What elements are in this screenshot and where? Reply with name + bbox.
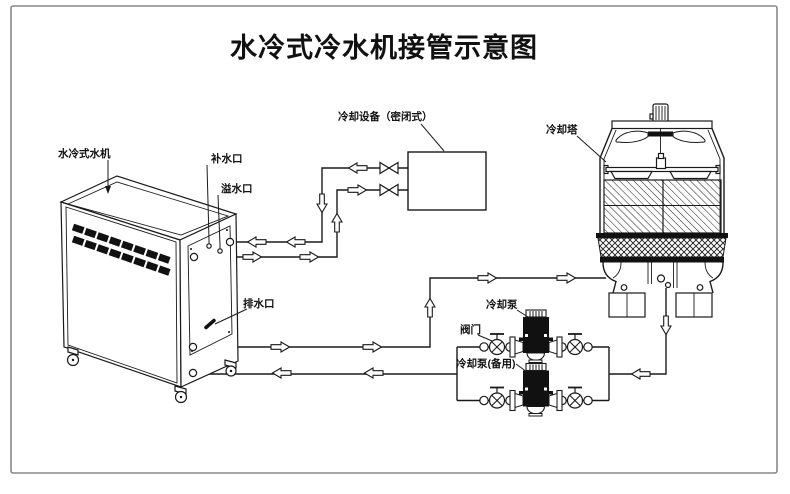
basin-outlet-fitting	[656, 274, 666, 283]
cooling-tower-label-group: 冷却塔	[546, 123, 607, 163]
vent-strip	[71, 223, 173, 265]
fan-motor	[649, 103, 669, 123]
diagram-title: 水冷式冷水机接管示意图	[230, 32, 538, 63]
backup-pump-label-group: 冷却泵(备用)	[456, 357, 528, 373]
chilled-water-return-port	[225, 237, 235, 247]
fill-media	[603, 179, 722, 234]
cooling-tower	[596, 103, 728, 318]
overflow-port-label-group: 溢水口	[217, 182, 253, 246]
backup-pump-label: 冷却泵(备用)	[456, 357, 516, 370]
drain-port-label: 排水口	[243, 297, 275, 310]
cooling-water-outlet-port	[188, 342, 198, 352]
makeup-port-label: 补水口	[210, 152, 243, 165]
chiller-label-group: 水冷式水机	[57, 147, 111, 194]
cooling-equipment-box	[407, 151, 487, 211]
valve-label-group: 阀门	[460, 323, 493, 342]
tower-legs	[602, 262, 724, 318]
valve-label: 阀门	[460, 323, 481, 336]
chiller-label: 水冷式水机	[57, 147, 111, 160]
cooling-equipment-label: 冷却设备（密闭式）	[338, 110, 433, 123]
vent-strip	[71, 235, 173, 277]
cooling-equipment-label-group: 冷却设备（密闭式）	[338, 110, 445, 152]
cooling-tower-label: 冷却塔	[546, 123, 578, 136]
overflow-port-label: 溢水口	[221, 182, 253, 195]
drain-port-label-group: 排水口	[214, 297, 275, 325]
shutoff-valve-return	[379, 161, 399, 175]
water-distributor	[603, 152, 721, 180]
chiller-unit	[59, 175, 239, 404]
drain-fitting	[204, 318, 216, 330]
shutoff-valve-supply	[379, 183, 399, 197]
makeup-port-label-group: 补水口	[206, 152, 243, 241]
labels: 水冷式水机 补水口 溢水口 排水口 冷却设备（密闭式） 冷却塔 冷却泵	[57, 110, 607, 373]
cooling-pump-label: 冷却泵	[486, 298, 518, 311]
makeup-fitting	[206, 240, 212, 249]
air-inlet-mesh	[596, 233, 728, 263]
cooling-water-inlet-port	[188, 368, 198, 378]
fan-blades	[615, 130, 706, 143]
chilled-water-supply-port	[189, 252, 199, 262]
caster-wheels	[66, 346, 237, 404]
cooling-pump-label-group: 冷却泵	[486, 298, 529, 318]
overflow-fitting	[217, 245, 223, 254]
